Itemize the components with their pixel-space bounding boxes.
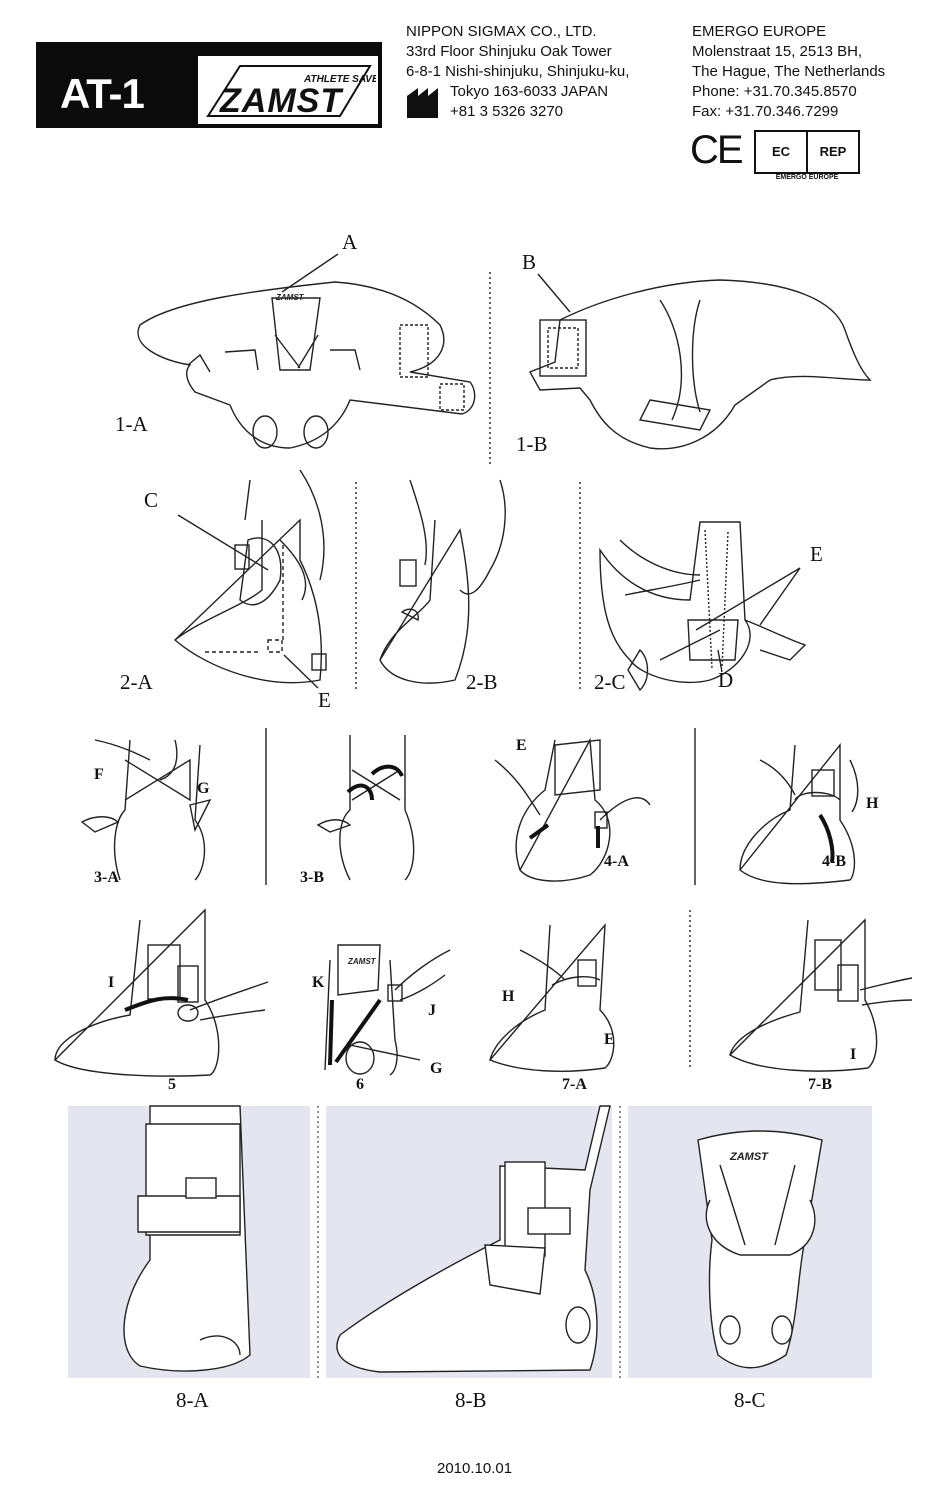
figure-1a-drawing xyxy=(137,253,476,449)
figure-label-7a: 7-A xyxy=(562,1076,587,1093)
callout-i-5: I xyxy=(108,974,115,991)
representative-line2: The Hague, The Netherlands xyxy=(692,63,886,80)
manufacturer-address: NIPPON SIGMAX CO., LTD. 33rd Floor Shinj… xyxy=(406,22,629,122)
callout-j: J xyxy=(428,1002,436,1019)
figure-6-drawing xyxy=(324,944,451,1076)
factory-icon xyxy=(407,88,438,118)
callout-h-4b: H xyxy=(866,795,879,812)
callout-g-6: G xyxy=(430,1060,443,1077)
figure-3b-drawing xyxy=(316,735,415,881)
figure-label-8b: 8-B xyxy=(455,1388,487,1412)
figure-1b-drawing xyxy=(529,273,872,450)
manufacturer-line3: Tokyo 163-6033 JAPAN xyxy=(450,83,609,100)
callout-e-4a: E xyxy=(516,737,527,754)
manufacturer-line1: 33rd Floor Shinjuku Oak Tower xyxy=(406,43,612,60)
figure-4b-drawing xyxy=(739,743,859,885)
document-date: 2010.10.01 xyxy=(437,1460,513,1477)
figure-5-arrow xyxy=(124,996,189,1012)
figure-7b-drawing xyxy=(728,918,913,1072)
model-name: AT-1 xyxy=(60,70,145,117)
callout-e-2c: E xyxy=(810,542,823,566)
figure-8b-drawing xyxy=(336,1105,611,1373)
figure-label-4a: 4-A xyxy=(604,853,629,870)
figure-label-8c: 8-C xyxy=(734,1388,766,1412)
figure-3b-arrow-right xyxy=(370,764,404,777)
callout-c: C xyxy=(144,488,159,512)
figure-2b-drawing xyxy=(379,479,506,684)
ce-mark: CE xyxy=(690,128,744,172)
figure-8a-drawing xyxy=(123,1105,251,1372)
ec-rep-symbol: EC REP xyxy=(754,130,860,174)
representative-phone: Phone: +31.70.345.8570 xyxy=(692,83,857,100)
callout-e-2a: E xyxy=(318,688,331,712)
zamst-logo-art: ATHLETE SAVER ZAMST xyxy=(206,65,376,120)
callout-h-7a: H xyxy=(502,988,515,1005)
figure-label-6: 6 xyxy=(356,1076,364,1093)
figure-3a-drawing xyxy=(80,739,212,881)
figure-4a-drawing xyxy=(494,737,651,882)
callout-g-3a: G xyxy=(197,780,210,797)
figure-6-arrows xyxy=(328,998,382,1066)
figure-3b-arrow-left xyxy=(346,783,374,801)
representative-name: EMERGO EUROPE xyxy=(692,23,827,40)
representative-address: EMERGO EUROPE Molenstraat 15, 2513 BH, T… xyxy=(692,22,885,122)
callout-a: A xyxy=(342,230,358,254)
ec-label: EC xyxy=(756,132,808,172)
manufacturer-phone: +81 3 5326 3270 xyxy=(450,103,564,120)
figure-5-drawing xyxy=(53,908,269,1077)
brand-tagline: ATHLETE SAVER xyxy=(303,74,376,85)
figure-label-3a: 3-A xyxy=(94,869,119,886)
product-mark-6: ZAMST xyxy=(347,957,377,966)
representative-line1: Molenstraat 15, 2513 BH, xyxy=(692,43,863,60)
callout-k: K xyxy=(312,974,325,991)
product-mark-8c: ZAMST xyxy=(729,1151,769,1163)
figure-label-3b: 3-B xyxy=(300,869,324,886)
figure-8c-drawing xyxy=(697,1130,823,1369)
callout-e-7a: E xyxy=(604,1031,615,1048)
figure-4b-arrow xyxy=(818,813,835,863)
callout-i-7b: I xyxy=(850,1046,857,1063)
callout-d: D xyxy=(718,668,734,692)
zamst-logo: ATHLETE SAVER ZAMST xyxy=(198,56,378,124)
manufacturer-line2: 6-8-1 Nishi-shinjuku, Shinjuku-ku, xyxy=(406,63,630,80)
figure-7a-drawing xyxy=(488,922,615,1072)
brand-name: ZAMST xyxy=(219,82,344,120)
figure-label-1a: 1-A xyxy=(115,412,148,436)
figure-2c-drawing xyxy=(599,521,807,692)
product-mark-1a: ZAMST xyxy=(275,293,305,302)
manufacturer-name: NIPPON SIGMAX CO., LTD. xyxy=(406,23,597,40)
figure-label-8a: 8-A xyxy=(176,1388,209,1412)
figure-2a-drawing xyxy=(173,469,327,689)
figure-label-7b: 7-B xyxy=(808,1076,832,1093)
rep-label: REP xyxy=(819,144,847,159)
figure-label-5: 5 xyxy=(168,1076,176,1093)
figure-label-2b: 2-B xyxy=(466,670,498,694)
figure-4a-arrow-left xyxy=(528,823,550,840)
figure-label-2a: 2-A xyxy=(120,670,153,694)
callout-b: B xyxy=(522,250,537,274)
representative-fax: Fax: +31.70.346.7299 xyxy=(692,103,839,120)
callout-f: F xyxy=(94,766,104,783)
rep-caption: EMERGO EUROPE xyxy=(775,174,839,181)
figure-label-1b: 1-B xyxy=(516,432,548,456)
figure-label-4b: 4-B xyxy=(822,853,846,870)
figure-label-2c: 2-C xyxy=(594,670,626,694)
